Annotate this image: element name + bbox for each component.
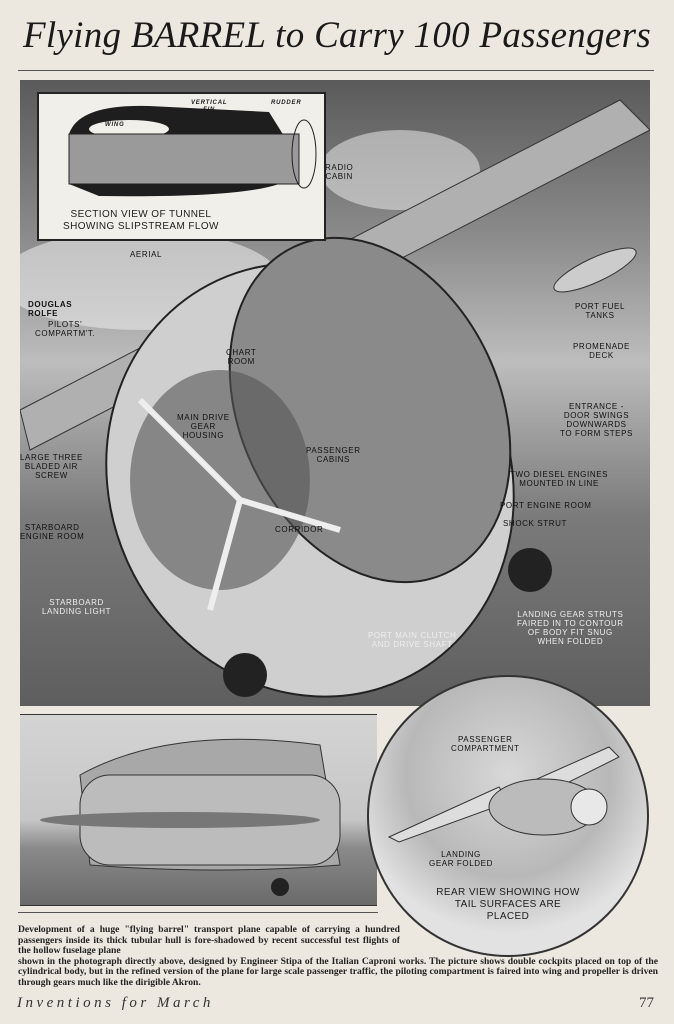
label-entrance: ENTRANCE - DOOR SWINGS DOWNWARDS TO FORM… [560, 402, 633, 438]
label-chart-room: CHART ROOM [226, 348, 257, 366]
label-shock-strut: SHOCK STRUT [503, 519, 567, 528]
inset-label-wing: WING [105, 122, 125, 128]
caption-second-part: shown in the photograph directly above, … [18, 955, 658, 988]
label-starboard-engine: STARBOARD ENGINE ROOM [20, 523, 85, 541]
inset-caption: SECTION VIEW OF TUNNEL SHOWING SLIPSTREA… [63, 209, 219, 232]
label-passenger-cabins: PASSENGER CABINS [306, 446, 361, 464]
label-starboard-light: STARBOARD LANDING LIGHT [42, 598, 112, 616]
caption-first-part: Development of a huge "flying barrel" tr… [18, 924, 400, 957]
label-promenade: PROMENADE DECK [573, 342, 630, 360]
rear-view-inset: PASSENGER COMPARTMENT LANDING GEAR FOLDE… [367, 675, 649, 957]
hollow-fuselage-plane [40, 738, 341, 896]
rear-view-plane [387, 746, 620, 843]
rear-view-caption: REAR VIEW SHOWING HOW TAIL SURFACES ARE … [436, 887, 580, 922]
inset-label-vertical-fin: VERTICAL FIN [191, 100, 228, 113]
label-landing-gear: LANDING GEAR STRUTS FAIRED IN TO CONTOUR… [517, 610, 624, 646]
title-rule [18, 70, 654, 71]
label-landing-gear-folded: LANDING GEAR FOLDED [429, 850, 493, 868]
label-port-engine: PORT ENGINE ROOM [500, 501, 592, 510]
label-radio-cabin: RADIO CABIN [325, 163, 354, 181]
section-view-inset: WING VERTICAL FIN RUDDER SECTION VIEW OF… [37, 92, 326, 241]
footer-section: Inventions for March [17, 995, 214, 1011]
label-passenger-compartment: PASSENGER COMPARTMENT [451, 735, 520, 753]
airplane-drawing [20, 99, 650, 698]
cutaway-illustration: RADIO CABIN AERIAL DOUGLAS ROLFE PILOTS'… [20, 80, 650, 706]
label-air-screw: LARGE THREE BLADED AIR SCREW [20, 453, 83, 480]
test-plane-photograph [20, 714, 377, 906]
tunnel-section-drawing [68, 105, 317, 197]
artist-signature: DOUGLAS ROLFE [28, 300, 73, 318]
label-main-drive: MAIN DRIVE GEAR HOUSING [177, 413, 230, 440]
label-port-fuel: PORT FUEL TANKS [575, 302, 626, 320]
label-aerial: AERIAL [130, 250, 163, 259]
label-pilots-compartment: PILOTS' COMPARTM'T. [35, 320, 96, 338]
inset-label-rudder: RUDDER [271, 100, 302, 106]
label-port-clutch: PORT MAIN CLUTCH AND DRIVE SHAFT [368, 631, 457, 649]
page-number: 77 [639, 995, 654, 1011]
article-caption: Development of a huge "flying barrel" tr… [18, 924, 658, 989]
caption-rule [18, 912, 378, 913]
page-title: Flying BARREL to Carry 100 Passengers [22, 15, 652, 56]
label-diesel-engines: TWO DIESEL ENGINES MOUNTED IN LINE [510, 470, 609, 488]
label-corridor: CORRIDOR [275, 525, 324, 534]
